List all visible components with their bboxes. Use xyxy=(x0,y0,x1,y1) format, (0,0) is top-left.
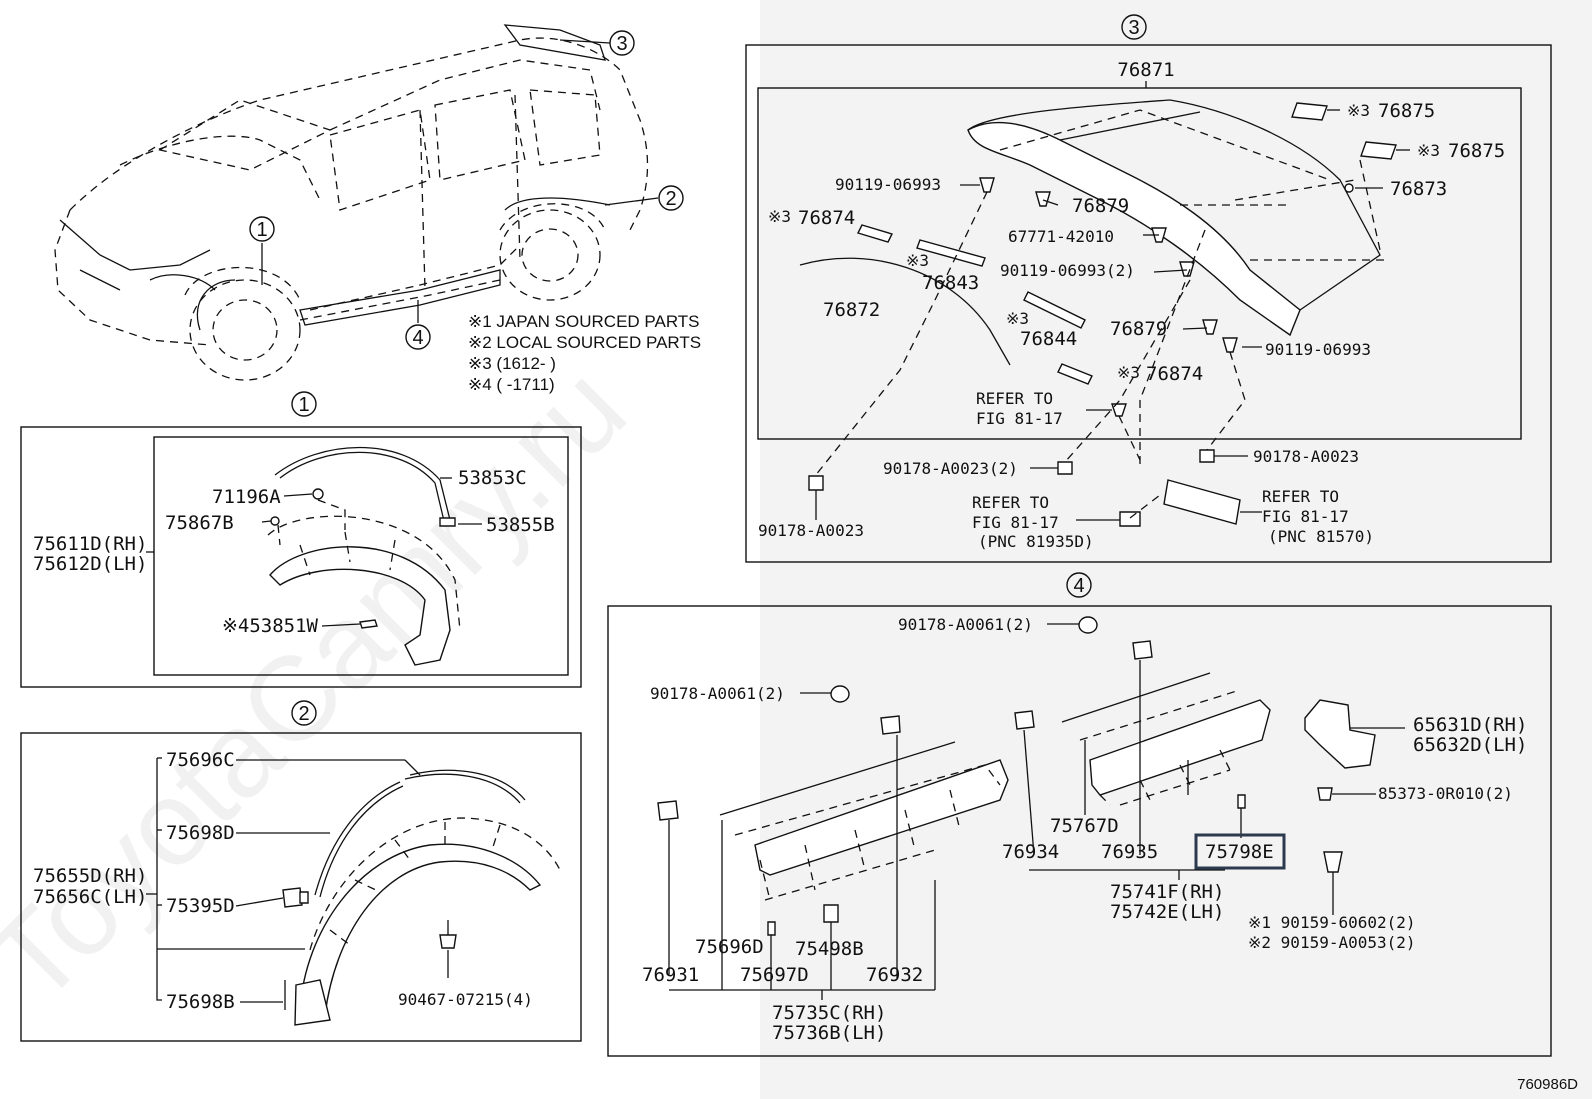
part-76934: 76934 xyxy=(1002,841,1059,863)
mark-76844: ※3 xyxy=(1006,309,1029,328)
assy-75741F: 75741F(RH) xyxy=(1110,881,1224,903)
part-75696C: 75696C xyxy=(166,749,235,771)
part-53855B: 53855B xyxy=(486,514,555,536)
part-90467-07215: 90467-07215(4) xyxy=(398,990,533,1009)
section-3-rear-spoiler: 3 76871 xyxy=(745,14,1552,563)
part-71196A: 71196A xyxy=(212,486,281,508)
refer-1-line-1: REFER TO xyxy=(976,389,1053,408)
section-2-callout: 2 xyxy=(298,703,309,725)
assy-75611D: 75611D(RH) xyxy=(33,533,147,555)
part-75698D: 75698D xyxy=(166,822,235,844)
part-90119-06993-b: 90119-06993(2) xyxy=(1000,261,1135,280)
part-65632D: 65632D(LH) xyxy=(1413,734,1527,756)
part-76874-a: 76874 xyxy=(798,207,855,229)
part-75798E: 75798E xyxy=(1205,841,1274,863)
section-1-callout: 1 xyxy=(298,394,309,416)
highlight-box-75798E xyxy=(1194,833,1286,870)
mark-76875-b: ※3 xyxy=(1417,141,1440,160)
mark-76843: ※3 xyxy=(906,251,929,270)
refer-2-line-3: (PNC 81935D) xyxy=(978,532,1094,551)
callout-1: 1 xyxy=(256,219,267,241)
refer-3-line-1: REFER TO xyxy=(1262,487,1339,506)
part-90119-06993-c: 90119-06993 xyxy=(1265,340,1371,359)
part-90119-06993-a: 90119-06993 xyxy=(835,175,941,194)
part-76932: 76932 xyxy=(866,964,923,986)
part-90159-60602: ※1 90159-60602(2) xyxy=(1248,913,1416,932)
note-3: ※3 (1612- ) xyxy=(468,354,556,373)
section-2-rear-wheel-arch: 2 75655D(RH) 75656C(LH) xyxy=(20,700,582,1042)
refer-3-line-2: FIG 81-17 xyxy=(1262,507,1349,526)
callout-4: 4 xyxy=(412,327,423,349)
part-75395D: 75395D xyxy=(166,895,235,917)
refer-1-line-2: FIG 81-17 xyxy=(976,409,1063,428)
part-75498B: 75498B xyxy=(795,938,864,960)
assy-75656C: 75656C(LH) xyxy=(33,886,147,908)
assy-75735C: 75735C(RH) xyxy=(772,1002,886,1024)
part-76843: 76843 xyxy=(922,272,979,294)
part-90159-A0053: ※2 90159-A0053(2) xyxy=(1248,933,1416,952)
part-76871: 76871 xyxy=(1117,59,1174,81)
section-4-callout: 4 xyxy=(1073,575,1084,597)
vehicle-overview: 1 3 2 4 xyxy=(54,24,684,381)
part-53853C: 53853C xyxy=(458,467,527,489)
part-85373-0R010: 85373-0R010(2) xyxy=(1378,784,1513,803)
callout-2: 2 xyxy=(665,188,676,210)
part-90178-A0061-left: 90178-A0061(2) xyxy=(650,684,785,703)
section-1-front-wheel-arch: 1 75611D(RH) 75612D(LH) xyxy=(20,391,582,688)
part-76931: 76931 xyxy=(642,964,699,986)
part-76875-a: 76875 xyxy=(1378,100,1435,122)
callout-3: 3 xyxy=(616,33,627,55)
part-75697D: 75697D xyxy=(740,964,809,986)
part-76875-b: 76875 xyxy=(1448,140,1505,162)
part-65631D: 65631D(RH) xyxy=(1413,714,1527,736)
assy-75612D: 75612D(LH) xyxy=(33,553,147,575)
part-75696D: 75696D xyxy=(695,936,764,958)
notes-legend: ※1 JAPAN SOURCED PARTS ※2 LOCAL SOURCED … xyxy=(468,312,701,394)
part-90178-A0023-2: 90178-A0023(2) xyxy=(883,459,1018,478)
part-76873: 76873 xyxy=(1390,178,1447,200)
right-shaded-region xyxy=(760,0,1592,1099)
part-75867B: 75867B xyxy=(165,512,234,534)
refer-2-line-1: REFER TO xyxy=(972,493,1049,512)
note-4: ※4 ( -1711) xyxy=(468,375,555,394)
part-76879-a: 76879 xyxy=(1072,195,1129,217)
note-2: ※2 LOCAL SOURCED PARTS xyxy=(468,333,701,352)
assy-75742E: 75742E(LH) xyxy=(1110,901,1224,923)
diagram-code: 760986D xyxy=(1517,1076,1578,1093)
part-90178-A0023-right: 90178-A0023 xyxy=(1253,447,1359,466)
part-53851W: ※453851W xyxy=(222,615,319,637)
part-75698B: 75698B xyxy=(166,991,235,1013)
part-76935: 76935 xyxy=(1101,841,1158,863)
part-76872: 76872 xyxy=(823,299,880,321)
assy-75736B: 75736B(LH) xyxy=(772,1022,886,1044)
part-76874-b: 76874 xyxy=(1146,363,1203,385)
mark-76875-a: ※3 xyxy=(1347,101,1370,120)
part-76879-b: 76879 xyxy=(1110,318,1167,340)
refer-2-line-2: FIG 81-17 xyxy=(972,513,1059,532)
part-75767D: 75767D xyxy=(1050,815,1119,837)
part-76844: 76844 xyxy=(1020,328,1077,350)
part-67771-42010: 67771-42010 xyxy=(1008,227,1114,246)
part-90178-A0023-left: 90178-A0023 xyxy=(758,521,864,540)
refer-3-line-3: (PNC 81570) xyxy=(1268,527,1374,546)
mark-76874-b: ※3 xyxy=(1117,363,1140,382)
section-3-callout: 3 xyxy=(1128,17,1139,39)
mark-76874-a: ※3 xyxy=(768,207,791,226)
section-4-side-moulding: 4 xyxy=(607,572,1552,1057)
part-90178-A0061-top: 90178-A0061(2) xyxy=(898,615,1033,634)
assy-75655D: 75655D(RH) xyxy=(33,865,147,887)
note-1: ※1 JAPAN SOURCED PARTS xyxy=(468,312,700,331)
